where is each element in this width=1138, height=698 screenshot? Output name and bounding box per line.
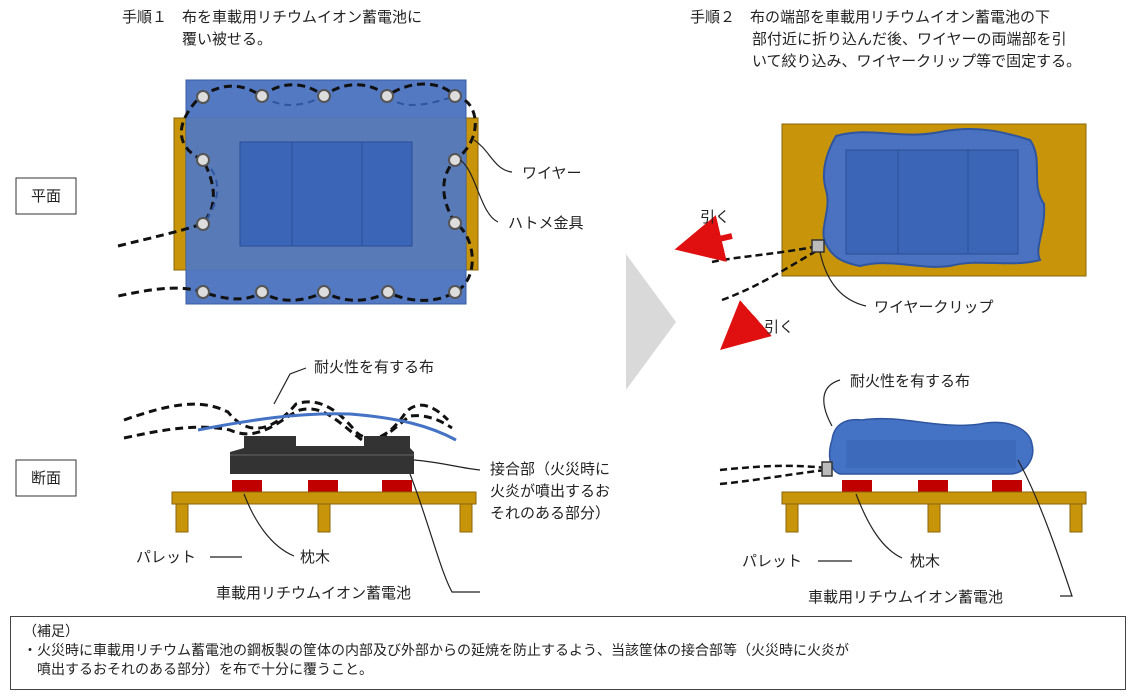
note-line1: ・火災時に車載用リチウム蓄電池の鋼板製の筐体の内部及び外部からの延焼を防止するよ…: [23, 643, 849, 659]
pallet-section-top-step2: [781, 491, 1087, 505]
joint-label-line3: それのある部分）: [490, 504, 610, 522]
step1-title-line2: 覆い被せる。: [182, 30, 272, 48]
wire-clip-section: [821, 461, 833, 477]
pallet-label-step2: パレット: [742, 552, 802, 570]
note-heading: （補足）: [23, 624, 79, 640]
wire-label: ワイヤー: [522, 164, 582, 182]
section-view-text: 断面: [31, 469, 61, 487]
cloth-label-step2: 耐火性を有する布: [850, 372, 970, 390]
battery-plan-step2: [845, 149, 1019, 255]
sleeper-label-step1: 枕木: [300, 548, 330, 566]
wire-clip: [811, 239, 825, 253]
battery-plan: [239, 141, 413, 247]
sleeper-6: [992, 480, 1022, 492]
step2-title-line2: 部付近に折り込んだ後、ワイヤーの両端部を引: [752, 30, 1067, 48]
cloth-section: [197, 412, 457, 442]
sleeper-5: [918, 480, 948, 492]
plan-view-label: 平面: [15, 177, 77, 215]
battery-label-step1: 車載用リチウムイオン蓄電池: [216, 584, 411, 602]
note-line2: 噴出するおそれのある部分）を布で十分に覆うこと。: [23, 662, 373, 678]
step2-title-line1: 手順２ 布の端部を車載用リチウムイオン蓄電池の下: [690, 8, 1050, 26]
step2-section-diagram: 耐火性を有する布 パレット 枕木 車載用リチウムイオン蓄電池: [719, 372, 1087, 606]
step1-section-diagram: 耐火性を有する布 接合部（火災時に 火炎が噴出するお それのある部分） パレット…: [123, 358, 610, 602]
pull-arrow-1: [674, 215, 733, 262]
pallet-label-step1: パレット: [136, 548, 196, 566]
step-arrow: [626, 254, 676, 390]
joint-label-line2: 火炎が噴出するお: [490, 482, 610, 500]
supplementary-note: （補足） ・火災時に車載用リチウム蓄電池の鋼板製の筐体の内部及び外部からの延焼を…: [10, 616, 1126, 690]
section-view-label: 断面: [15, 459, 77, 497]
sleeper-2: [308, 480, 338, 492]
grommets-sides: [196, 153, 462, 231]
sleeper-1: [232, 480, 262, 492]
pull-arrow-2: [720, 300, 772, 350]
pull-label-1: 引く: [700, 208, 730, 226]
sleeper-3: [382, 480, 412, 492]
step2-title-line3: いて絞り込み、ワイヤークリップ等で固定する。: [752, 52, 1081, 70]
wire-clip-label: ワイヤークリップ: [874, 298, 994, 316]
grommet-label: ハトメ金具: [508, 214, 583, 232]
plan-view-text: 平面: [31, 187, 61, 205]
step1-title-line1: 手順１ 布を車載用リチウムイオン蓄電池に: [122, 8, 422, 26]
wire-plan: [117, 82, 477, 302]
pull-label-2: 引く: [764, 318, 794, 336]
grommets-top: [196, 89, 462, 104]
cloth-label-step1: 耐火性を有する布: [314, 358, 434, 376]
sleeper-4: [842, 480, 872, 492]
step2-plan-diagram: 引く 引く ワイヤークリップ: [674, 123, 1087, 350]
grommets-bottom: [196, 285, 462, 299]
step1-plan-diagram: ワイヤー ハトメ金具: [117, 79, 583, 305]
sleeper-label-step2: 枕木: [910, 552, 940, 570]
pallet-section-top: [171, 491, 477, 505]
battery-label-step2: 車載用リチウムイオン蓄電池: [808, 588, 1003, 606]
joint-label-line1: 接合部（火災時に: [490, 460, 610, 478]
